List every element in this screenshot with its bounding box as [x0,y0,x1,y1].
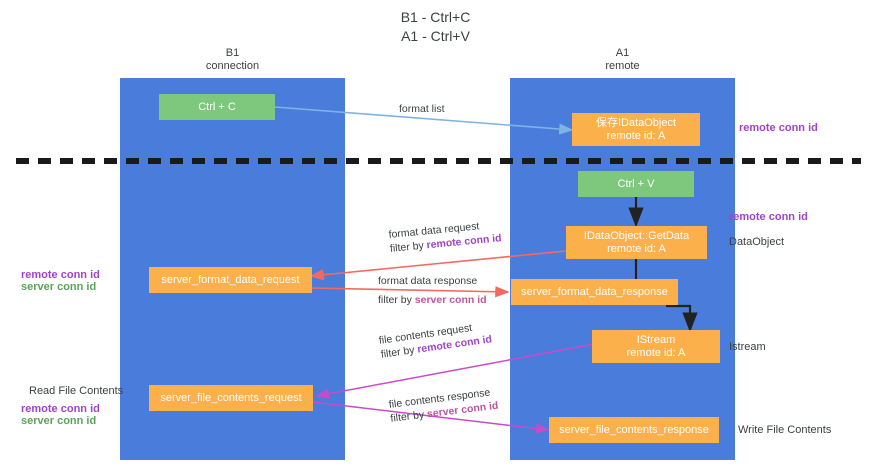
diagram-title: B1 - Ctrl+C A1 - Ctrl+V [0,8,871,46]
node-istream-line2: remote id: A [626,346,686,359]
label-format-data-request: format data request filter by remote con… [388,217,502,256]
label-format-data-response: format data response filter by server co… [378,274,487,307]
annotation-left-remote-conn-id: remote conn id [21,269,100,282]
node-server-format-data-request[interactable]: server_format_data_request [149,267,312,293]
label-file-contents-request-filter-prefix: filter by [380,343,419,361]
node-server-file-contents-request-label: server_file_contents_request [160,391,302,404]
title-line-2: A1 - Ctrl+V [401,28,470,44]
annotation-remote-conn-id-top-text: remote conn id [739,122,818,134]
label-format-list: format list [399,102,445,116]
node-idataobject-getdata-line2: remote id: A [607,242,666,255]
lane-header-b1: B1 connection [120,47,345,73]
label-format-data-response-filter-key: server conn id [414,294,487,306]
node-server-format-data-response-label: server_format_data_response [521,285,668,298]
lane-header-b1-sub: connection [205,60,260,72]
lane-header-a1-sub: remote [605,60,640,72]
lane-header-b1-name: B1 [225,47,240,59]
annotation-dataobject: DataObject [729,236,784,249]
annotation-remote-conn-id-top: remote conn id [739,122,818,135]
title-line-1: B1 - Ctrl+C [400,9,471,25]
annotation-left-server-conn-id: server conn id [21,281,96,294]
node-idataobject-store-line2: remote id: A [606,129,666,142]
annotation-left-server-conn-id-text: server conn id [21,281,97,293]
node-ctrl-c-label: Ctrl + C [198,100,236,113]
annotation-remote-conn-id-mid: remote conn id [729,211,808,224]
node-server-format-data-request-label: server_format_data_request [161,273,300,286]
node-ctrl-c[interactable]: Ctrl + C [159,94,275,120]
annotation-left-remote-conn-id-text: remote conn id [21,269,100,281]
annotation-istream: Istream [729,341,766,354]
annotation-left-server-conn-id-2-text: server conn id [21,415,97,427]
annotation-dataobject-text: DataObject [729,236,785,248]
lane-header-a1: A1 remote [510,47,735,73]
lane-header-a1-name: A1 [615,47,630,59]
annotation-istream-text: Istream [729,341,766,353]
node-idataobject-getdata-line1: IDataObject::GetData [583,229,690,242]
annotation-read-file-contents: Read File Contents [29,385,123,398]
annotation-left-server-conn-id-2: server conn id [21,415,96,428]
label-file-contents-response-filter-prefix: filter by [389,408,428,425]
node-server-file-contents-request[interactable]: server_file_contents_request [149,385,313,411]
label-file-contents-request: file contents request filter by remote c… [378,318,493,361]
label-format-list-text: format list [399,103,445,115]
label-file-contents-response: file contents response filter by server … [388,385,499,426]
node-istream[interactable]: IStream remote id: A [592,330,720,363]
label-format-data-request-filter-prefix: filter by [389,239,428,255]
node-idataobject-getdata[interactable]: IDataObject::GetData remote id: A [566,226,707,259]
node-server-file-contents-response-label: server_file_contents_response [559,423,709,436]
node-server-format-data-response[interactable]: server_format_data_response [511,279,678,305]
annotation-remote-conn-id-mid-text: remote conn id [729,211,808,223]
node-server-file-contents-response[interactable]: server_file_contents_response [549,417,719,443]
label-format-data-response-filter: filter by server conn id [378,293,487,307]
node-ctrl-v-label: Ctrl + V [617,177,655,190]
annotation-write-file-contents-text: Write File Contents [738,424,832,436]
node-ctrl-v[interactable]: Ctrl + V [578,171,694,197]
node-istream-line1: IStream [636,333,676,346]
label-format-data-response-text: format data response [378,275,478,287]
label-format-data-response-filter-prefix: filter by [378,294,415,306]
annotation-write-file-contents: Write File Contents [738,424,831,437]
annotation-read-file-contents-text: Read File Contents [29,385,124,397]
node-idataobject-store[interactable]: 保存IDataObject remote id: A [572,113,700,146]
annotation-left-remote-conn-id-2: remote conn id [21,403,100,416]
annotation-left-remote-conn-id-2-text: remote conn id [21,403,100,415]
node-idataobject-store-line1: 保存IDataObject [595,116,677,129]
